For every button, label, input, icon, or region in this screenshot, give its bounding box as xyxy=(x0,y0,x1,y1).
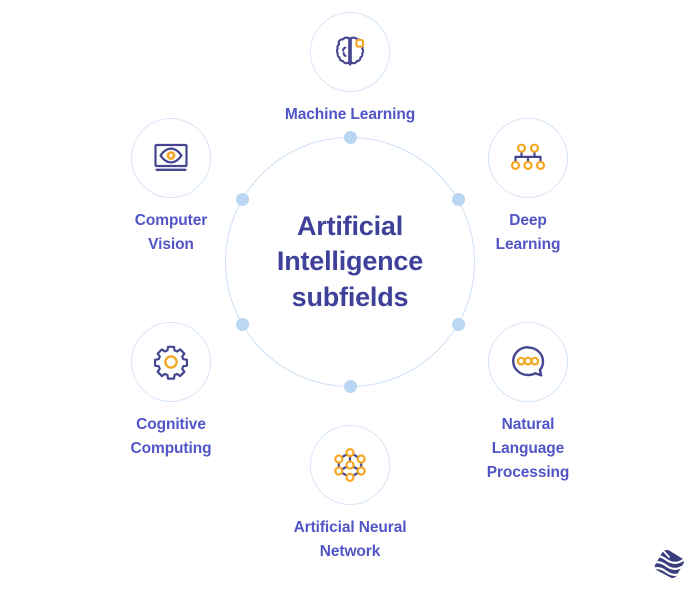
label-line: Network xyxy=(319,543,381,561)
speech-bubble-dots-icon xyxy=(512,346,545,377)
brain-accent-badge xyxy=(355,38,365,48)
ring-node-dot-top xyxy=(344,131,357,144)
label-line: Vision xyxy=(148,236,194,254)
node-natural-language-processing[interactable]: Natural Language Processing xyxy=(433,322,623,485)
node-computer-vision[interactable]: Computer Vision xyxy=(76,118,266,257)
node-deep-learning-circle[interactable] xyxy=(488,118,568,198)
gear-center xyxy=(164,355,178,369)
label-line: Learning xyxy=(495,236,561,254)
node-cognitive-computing[interactable]: Cognitive Computing xyxy=(76,322,266,461)
eye-monitor-icon xyxy=(154,143,188,171)
center-title-line-2: Intelligence xyxy=(276,246,424,277)
node-computer-vision-circle[interactable] xyxy=(131,118,211,198)
hierarchy-tree-icon xyxy=(510,143,546,170)
node-cognitive-computing-label: Cognitive Computing xyxy=(131,413,212,461)
node-machine-learning-circle[interactable] xyxy=(310,12,390,92)
brand-logo-icon xyxy=(654,549,684,579)
label-line: Natural xyxy=(501,416,555,433)
node-artificial-neural-network-label: Artificial Neural Network xyxy=(294,516,407,564)
node-machine-learning-label: Machine Learning xyxy=(285,103,415,127)
label-line: Artificial Neural xyxy=(293,519,407,536)
node-cognitive-computing-circle[interactable] xyxy=(131,322,211,402)
ring-node-dot-upper-right xyxy=(452,193,465,206)
ring-node-dot-bottom xyxy=(344,380,357,393)
gear-icon xyxy=(153,345,189,380)
node-artificial-neural-network-circle[interactable] xyxy=(310,425,390,505)
node-deep-learning-label: Deep Learning xyxy=(496,209,561,257)
center-title: Artificial Intelligence subfields xyxy=(225,137,475,387)
label-line: Deep xyxy=(509,212,547,229)
eye-pupil xyxy=(169,153,173,158)
ring-node-dot-upper-left xyxy=(236,193,249,206)
node-deep-learning[interactable]: Deep Learning xyxy=(433,118,623,257)
neural-network-nodes-icon xyxy=(334,448,366,483)
label-line: Computer xyxy=(134,212,208,229)
node-machine-learning[interactable]: Machine Learning xyxy=(255,12,445,127)
center-title-line-1: Artificial xyxy=(296,211,404,242)
brand-logo[interactable] xyxy=(652,548,686,582)
label-line: Machine Learning xyxy=(284,106,416,123)
node-natural-language-processing-label: Natural Language Processing xyxy=(487,413,570,485)
ring-node-dot-lower-right xyxy=(452,318,465,331)
node-natural-language-processing-circle[interactable] xyxy=(488,322,568,402)
ring-node-dot-lower-left xyxy=(236,318,249,331)
node-computer-vision-label: Computer Vision xyxy=(134,209,208,257)
node-artificial-neural-network[interactable]: Artificial Neural Network xyxy=(255,425,445,564)
label-line: Cognitive xyxy=(136,416,206,433)
label-line: Processing xyxy=(486,464,570,482)
label-line: Language xyxy=(491,440,565,458)
brain-icon xyxy=(335,36,365,66)
label-line: Computing xyxy=(130,440,212,458)
center-title-line-3: subfields xyxy=(291,281,409,312)
